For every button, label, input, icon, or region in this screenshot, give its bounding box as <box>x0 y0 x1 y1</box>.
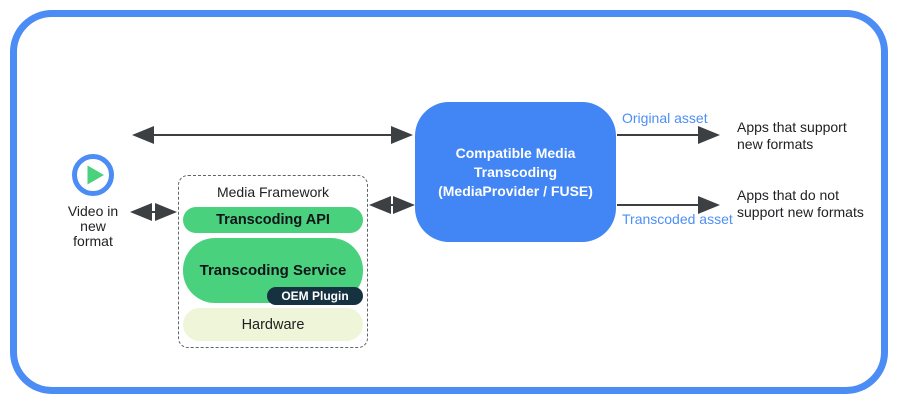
apps-support-label: Apps that support new formats <box>737 119 847 152</box>
oem-plugin-label: OEM Plugin <box>281 289 349 303</box>
transcoding-service-label: Transcoding Service <box>199 262 347 279</box>
transcoding-api-label: Transcoding API <box>216 212 330 228</box>
oem-plugin-pill: OEM Plugin <box>267 287 363 305</box>
transcoding-api-pill: Transcoding API <box>183 207 363 233</box>
hardware-pill: Hardware <box>183 308 363 341</box>
original-asset-label: Original asset <box>622 110 708 126</box>
video-source-label: Video in new format <box>67 203 119 249</box>
play-icon <box>72 154 114 196</box>
hardware-label: Hardware <box>241 316 305 333</box>
transcoded-asset-label: Transcoded asset <box>622 211 733 227</box>
compatible-media-transcoding-label: Compatible Media Transcoding (MediaProvi… <box>438 144 593 199</box>
apps-no-support-label: Apps that do not support new formats <box>737 187 864 220</box>
diagram-outer-frame <box>10 10 888 394</box>
media-framework-box: Media Framework Transcoding API Transcod… <box>178 175 368 348</box>
compatible-media-transcoding-box: Compatible Media Transcoding (MediaProvi… <box>415 102 616 242</box>
media-framework-title: Media Framework <box>216 184 330 200</box>
